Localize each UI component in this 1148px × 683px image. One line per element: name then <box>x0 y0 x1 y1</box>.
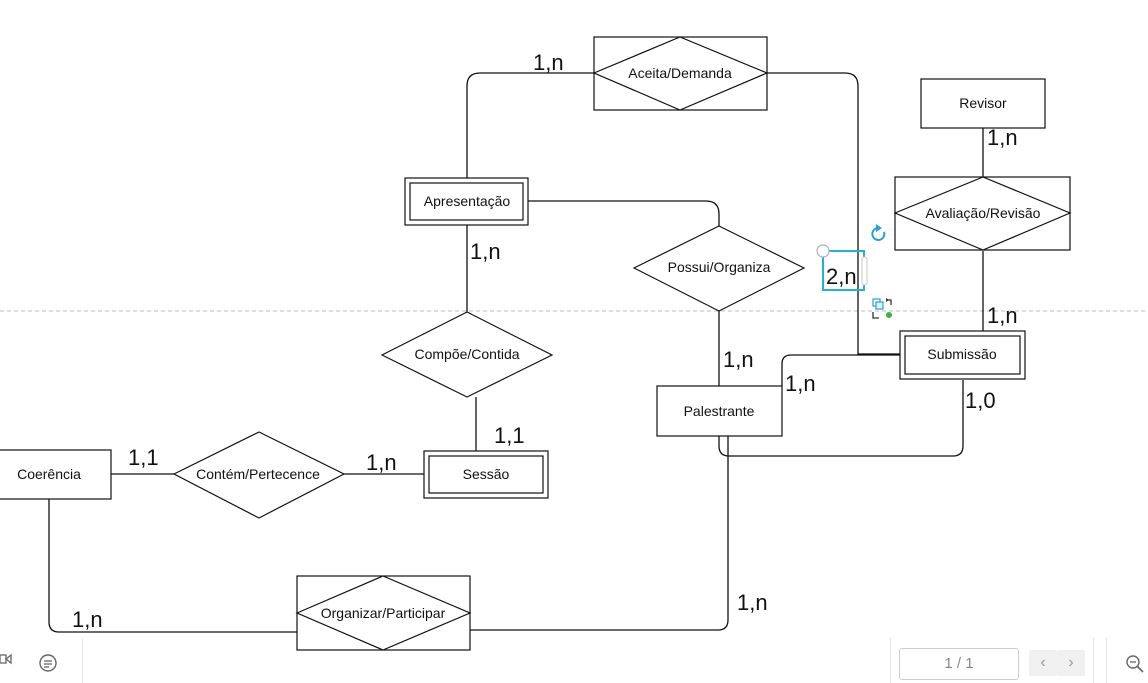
cardinality-label[interactable]: 1,n <box>785 371 816 396</box>
entity-label: Palestrante <box>684 403 755 419</box>
bottom-left-toolbar <box>0 638 83 683</box>
entity-label: Apresentação <box>424 193 511 209</box>
chevron-right-icon[interactable]: › <box>1057 650 1085 676</box>
entity-revisor[interactable]: Revisor <box>920 78 1046 129</box>
page-indicator[interactable]: 1 / 1 <box>899 648 1019 680</box>
relationship-aceita-demanda[interactable]: Aceita/Demanda <box>592 36 769 111</box>
comment-icon[interactable] <box>38 653 58 678</box>
cardinality-label[interactable]: 1,n <box>533 50 564 75</box>
video-icon[interactable] <box>0 652 12 671</box>
cardinality-label[interactable]: 1,n <box>470 239 501 264</box>
selected-cardinality[interactable]: 2,n <box>816 244 868 291</box>
swap-icon[interactable] <box>872 298 892 319</box>
relationship-label: Aceita/Demanda <box>628 65 732 81</box>
relationship-label: Contém/Pertecence <box>196 466 320 482</box>
relationship-avaliacao-revisao[interactable]: Avaliação/Revisão <box>893 176 1072 251</box>
entity-label: Revisor <box>959 95 1007 111</box>
cardinality-label: 2,n <box>826 264 857 289</box>
cardinality-label[interactable]: 1,n <box>737 590 768 615</box>
bottom-right-toolbar <box>1106 638 1148 683</box>
entity-coerencia[interactable]: Coerência <box>0 449 112 500</box>
connectors <box>48 72 984 633</box>
relationship-contem-pertecence[interactable]: Contém/Pertecence <box>172 431 346 519</box>
cardinality-label[interactable]: 1,n <box>366 450 397 475</box>
entity-label: Sessão <box>463 466 510 482</box>
cardinality-label[interactable]: 1,n <box>723 347 754 372</box>
relationship-label: Compõe/Contida <box>414 346 519 362</box>
rotate-icon[interactable] <box>871 224 886 241</box>
relationship-compoe-contida[interactable]: Compõe/Contida <box>380 311 554 398</box>
chevron-left-icon[interactable]: ‹ <box>1029 650 1057 676</box>
cardinality-label[interactable]: 1,1 <box>128 445 159 470</box>
cardinality-label[interactable]: 1,n <box>987 125 1018 150</box>
relationship-possui-organiza[interactable]: Possui/Organiza <box>632 225 806 312</box>
zoom-icon[interactable] <box>1125 654 1145 679</box>
resize-handle[interactable] <box>816 244 830 258</box>
cardinality-label[interactable]: 1,n <box>987 303 1018 328</box>
entity-apresentacao[interactable]: Apresentação <box>404 177 529 226</box>
entity-submissao[interactable]: Submissão <box>899 330 1026 380</box>
relationship-label: Avaliação/Revisão <box>926 205 1041 221</box>
pagination-bar: 1 / 1 ‹ › <box>890 638 1094 683</box>
entity-palestrante[interactable]: Palestrante <box>656 385 783 437</box>
resize-handle[interactable] <box>861 256 868 286</box>
cardinality-label[interactable]: 1,0 <box>965 388 996 413</box>
entity-label: Submissão <box>927 346 996 362</box>
entity-label: Coerência <box>17 466 81 482</box>
relationship-organizar-participar[interactable]: Organizar/Participar <box>295 575 472 651</box>
relationship-label: Organizar/Participar <box>321 605 446 621</box>
cardinality-label[interactable]: 1,1 <box>494 423 525 448</box>
entity-sessao[interactable]: Sessão <box>423 450 549 499</box>
cardinality-label[interactable]: 1,n <box>72 607 103 632</box>
relationship-label: Possui/Organiza <box>668 259 771 275</box>
